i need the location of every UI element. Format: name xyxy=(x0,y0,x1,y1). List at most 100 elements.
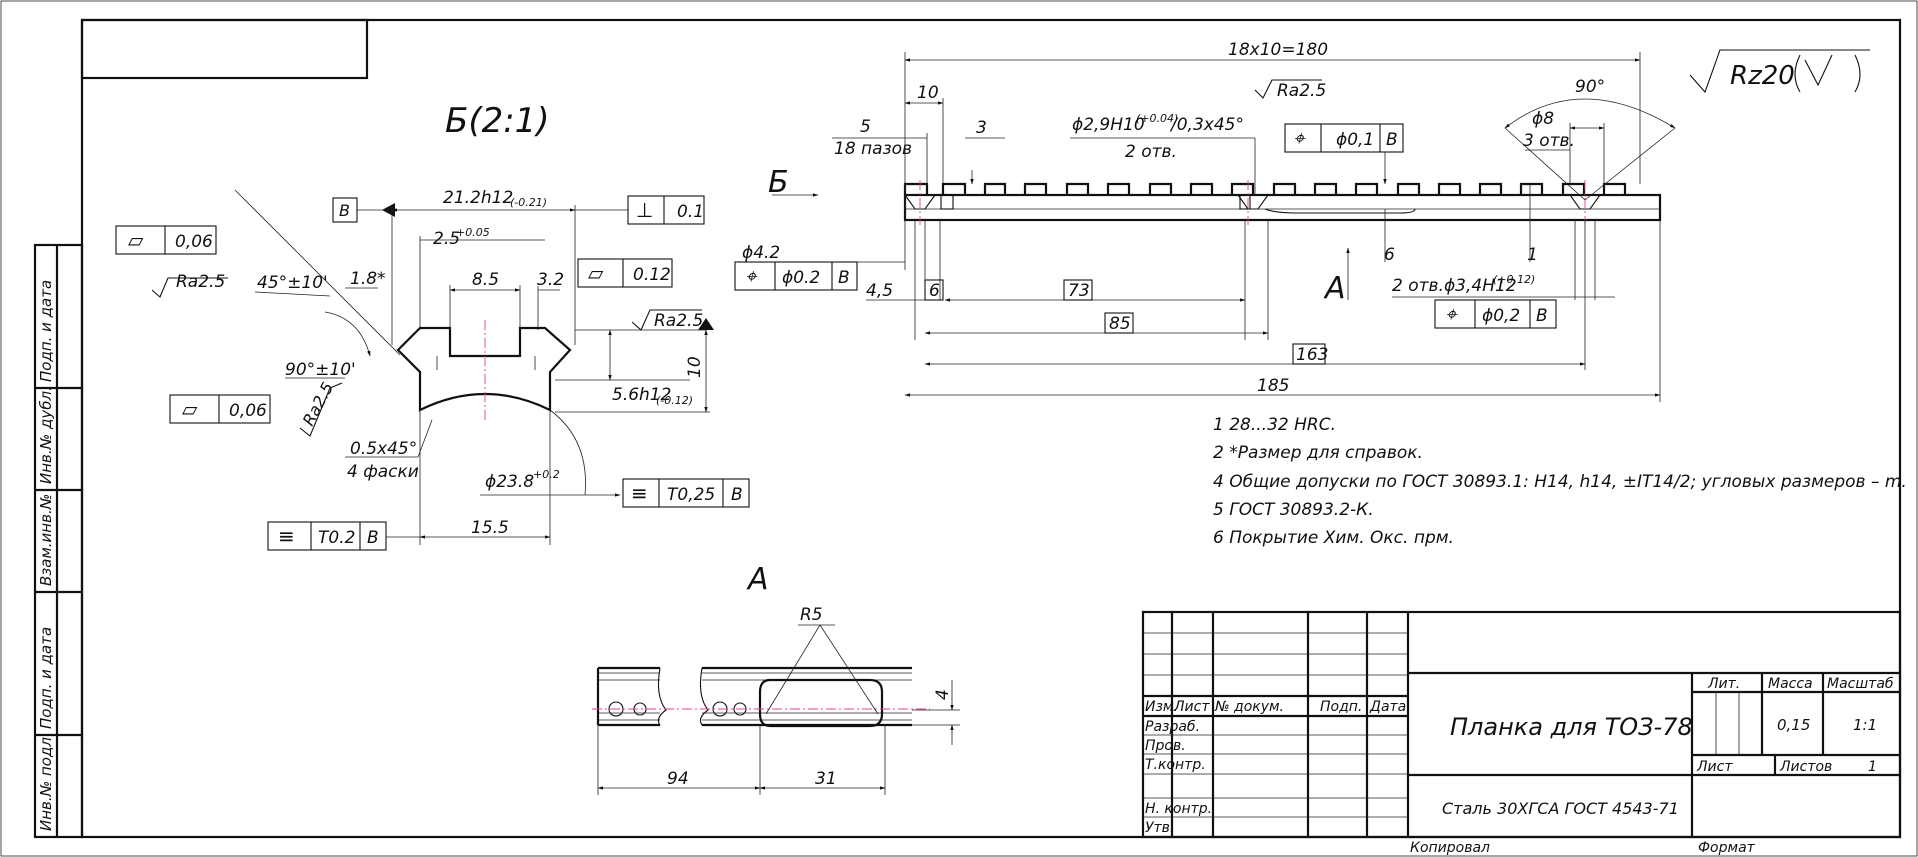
arrow-b-label: Б xyxy=(768,165,789,200)
dim-5: 5 xyxy=(860,117,871,137)
tb-lit: Лит. xyxy=(1707,676,1740,692)
fcf-position-slot: ⌖ ϕ0,1 B xyxy=(1284,123,1404,153)
dim-slot: 2.5 xyxy=(433,229,460,249)
fcf-flatness-top-value: 0,06 xyxy=(175,232,213,252)
roughness-ra-lower: Ra2.5 xyxy=(299,379,338,429)
side-stamp-vzam: Взам.инв.№ xyxy=(37,494,55,586)
angle-90: 90°±10' xyxy=(285,360,356,380)
datum-b-letter: B xyxy=(339,201,350,220)
tb-razrab: Разраб. xyxy=(1145,719,1200,735)
box-163-text: 163 xyxy=(1296,345,1328,365)
tb-masshtab: Масштаб xyxy=(1827,676,1894,692)
stamp-box xyxy=(80,18,369,80)
section-b-label: Б(2:1) xyxy=(445,101,550,141)
slot-hole-chamfer: /0,3x45° xyxy=(1169,115,1244,135)
fcf-pos-slot-value: ϕ0,1 xyxy=(1336,130,1374,150)
tb-col-data: Дата xyxy=(1369,699,1406,715)
box-dim-73 xyxy=(1063,279,1093,301)
fcf-sym02-value: T0.2 xyxy=(318,528,355,548)
leader-6: 6 xyxy=(1384,245,1395,265)
note-5: 5 ГОСТ 30893.2-К. xyxy=(1213,500,1374,520)
tb-format: Формат xyxy=(1698,840,1756,856)
side-stamp-podp-1: Подп. и дата xyxy=(37,280,55,382)
slot-hole-dim: ϕ2,9H10 xyxy=(1072,115,1145,135)
tb-col-doc: № докум. xyxy=(1214,699,1284,715)
roughness-general: Rz20 xyxy=(1730,61,1795,91)
tb-title: Планка для ТОЗ-78 xyxy=(1450,713,1693,741)
side-stamp: Подп. и дата Инв.№ дубл. Взам.инв.№ Подп… xyxy=(33,243,84,839)
three-holes: 3 отв. xyxy=(1523,131,1575,151)
dim-width: 21.2h12 xyxy=(443,188,513,208)
chamfer-note: 4 фаски xyxy=(347,462,419,482)
tb-utv: Утв. xyxy=(1145,820,1174,836)
box-6-text: 6 xyxy=(929,281,940,301)
fcf-perp-value: 0.1 xyxy=(677,202,704,222)
tb-sheet-label: Лист xyxy=(1696,759,1733,775)
tb-col-izm: Изм. xyxy=(1145,699,1178,715)
hole-d42: ϕ4.2 xyxy=(742,243,780,263)
section-b-profile xyxy=(396,326,572,412)
dim-overall-pitch: 18x10=180 xyxy=(1228,40,1328,60)
tb-tkontr: Т.контр. xyxy=(1145,757,1206,773)
fcf-position-left: ⌖ ϕ0.2 B xyxy=(734,261,858,291)
tb-nkontr: Н. контр. xyxy=(1145,801,1212,817)
two-holes-h12-tol: (+0.12) xyxy=(1493,273,1535,286)
title-block: Изм. Лист № докум. Подп. Дата Разраб. Пр… xyxy=(1141,610,1902,856)
slot-hole-tol: (+0.04) xyxy=(1136,112,1178,125)
fcf-pos-left-value: ϕ0.2 xyxy=(782,268,820,288)
box-73-text: 73 xyxy=(1068,281,1090,301)
slot-two-holes: 2 отв. xyxy=(1125,142,1177,162)
view-a-dim-31: 31 xyxy=(815,769,837,789)
fcf-sym02-symbol: ≡ xyxy=(278,524,295,548)
fcf-flatness-mid-symbol: ▱ xyxy=(182,397,198,421)
tb-massa: Масса xyxy=(1768,676,1813,692)
box-85-text: 85 xyxy=(1109,314,1131,334)
fcf-flatness-top-symbol: ▱ xyxy=(128,228,144,252)
side-stamp-podp-2: Подп. и дата xyxy=(37,627,55,729)
leader-1: 1 xyxy=(1527,245,1538,265)
fcf-position-right: ⌖ ϕ0,2 B xyxy=(1434,299,1557,329)
fcf-pos-slot-symbol: ⌖ xyxy=(1293,126,1306,150)
fcf-flatness-012-symbol: ▱ xyxy=(588,261,604,285)
tb-material: Сталь 30ХГСА ГОСТ 4543-71 xyxy=(1442,799,1679,818)
tb-prov: Пров. xyxy=(1145,738,1186,754)
view-a-label: A xyxy=(746,562,769,597)
technical-notes: 1 28...32 HRC. 2 *Размер для справок. 4 … xyxy=(1213,415,1907,548)
note-4: 4 Общие допуски по ГОСТ 30893.1: H14, h1… xyxy=(1213,472,1907,492)
fcf-perp-symbol: ⊥ xyxy=(636,198,653,222)
roughness-ra-main: Ra2.5 xyxy=(1277,81,1326,101)
dim-10-pitch: 10 xyxy=(917,83,939,103)
note-6: 6 Покрытие Хим. Окс. прм. xyxy=(1213,528,1454,548)
tb-scale-value: 1:1 xyxy=(1853,716,1877,734)
hole-d8: ϕ8 xyxy=(1532,109,1554,129)
fcf-flatness-mid-value: 0,06 xyxy=(229,401,267,421)
fcf-flatness-mid: ▱ 0,06 xyxy=(169,394,271,424)
tb-col-list: Лист xyxy=(1173,699,1210,715)
fcf-pos-left-datum: B xyxy=(838,268,850,288)
dim-height-tol: (-0.12) xyxy=(656,394,693,407)
chamfer-dim: 0.5x45° xyxy=(350,439,417,459)
side-stamp-inv-podl: Инв.№ подл. xyxy=(37,732,55,831)
dim-3: 3 xyxy=(976,118,987,138)
fcf-sym025-datum: B xyxy=(731,485,743,505)
fcf-flatness-top: ▱ 0,06 xyxy=(115,225,217,255)
main-view: Б 18x10=180 10 5 18 пазов 3 xyxy=(734,40,1870,402)
tb-sheets-value: 1 xyxy=(1868,759,1877,775)
fcf-symmetry-025: ≡ T0,25 B xyxy=(622,478,750,508)
side-stamp-inv-dubl: Инв.№ дубл. xyxy=(37,386,55,484)
dim-4-5: 4,5 xyxy=(866,281,893,301)
fcf-symmetry-02: ≡ T0.2 B xyxy=(267,521,387,551)
rail-teeth xyxy=(903,182,1627,195)
fcf-flatness-012-value: 0.12 xyxy=(633,265,671,285)
box-dim-6 xyxy=(924,279,944,301)
note-2: 2 *Размер для справок. xyxy=(1213,443,1423,463)
tb-kopiroval: Копировал xyxy=(1410,840,1490,856)
dim-185: 185 xyxy=(1257,376,1289,396)
tb-col-podp: Подп. xyxy=(1320,699,1362,715)
view-a-dim-94: 94 xyxy=(667,769,689,789)
dim-8-5: 8.5 xyxy=(472,270,499,290)
note-1: 1 28...32 HRC. xyxy=(1213,415,1336,435)
fcf-flatness-012: ▱ 0.12 xyxy=(577,258,673,288)
section-b-view: Б(2:1) B 21.2h12 (-0.21) 2.5 +0.05 8.5 3… xyxy=(151,101,714,545)
